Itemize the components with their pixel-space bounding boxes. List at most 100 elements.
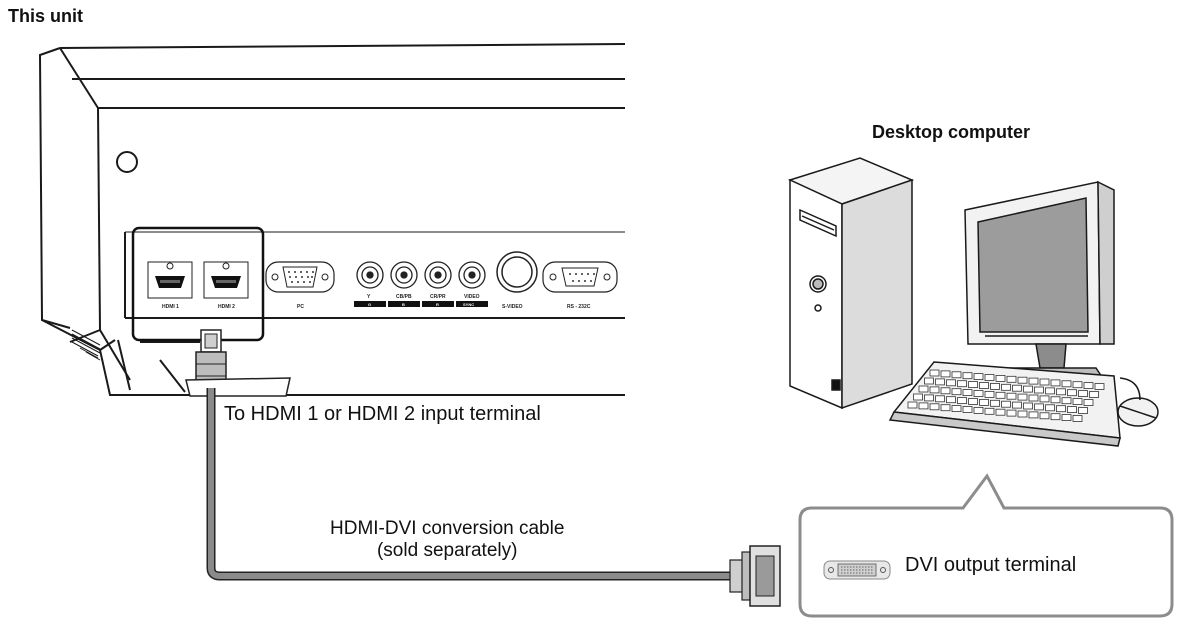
keyboard-key xyxy=(984,390,995,398)
keyboard-key xyxy=(1045,387,1055,395)
keyboard-key xyxy=(1050,379,1061,387)
keyboard-key xyxy=(1006,392,1017,400)
keyboard-keys xyxy=(907,369,1105,422)
hdmi2-port-icon: HDMI 2 xyxy=(203,261,249,310)
hdmi-highlight-frame xyxy=(131,226,265,342)
keyboard-key xyxy=(1078,407,1088,414)
keyboard-key xyxy=(913,393,923,401)
keyboard-key xyxy=(951,371,962,379)
keyboard-key xyxy=(979,398,989,406)
cable-label: HDMI-DVI conversion cable (sold separate… xyxy=(330,518,564,562)
keyboard-key xyxy=(962,389,973,397)
screw-hole-icon xyxy=(116,151,138,173)
desktop-computer-icon xyxy=(787,157,1159,447)
keyboard-key xyxy=(1039,378,1050,386)
keyboard-key xyxy=(973,406,984,414)
keyboard-key xyxy=(1039,412,1050,420)
y-port-icon xyxy=(356,261,384,289)
keyboard-key xyxy=(1094,383,1105,390)
cb-port-icon xyxy=(390,261,418,289)
keyboard-key xyxy=(1017,376,1028,384)
keyboard-key xyxy=(984,407,995,415)
keyboard-key xyxy=(1034,386,1044,394)
keyboard-key xyxy=(979,382,989,389)
keyboard-key xyxy=(918,402,929,410)
keyboard-key xyxy=(924,394,934,402)
keyboard-key xyxy=(1039,395,1050,403)
keyboard-key xyxy=(951,405,962,413)
keyboard-key xyxy=(946,396,956,404)
keyboard-key xyxy=(984,374,995,381)
keyboard-key xyxy=(929,369,940,377)
keyboard-key xyxy=(1061,414,1072,422)
dvi-output-label: DVI output terminal xyxy=(905,554,1077,576)
keyboard-key xyxy=(1028,377,1039,385)
keyboard-key xyxy=(1028,394,1039,402)
keyboard-key xyxy=(951,388,962,396)
keyboard-key xyxy=(957,397,967,405)
keyboard-key xyxy=(973,390,984,397)
keyboard-key xyxy=(995,391,1006,399)
keyboard-key xyxy=(1017,410,1028,418)
cable-label-line2: (sold separately) xyxy=(376,540,518,561)
keyboard-key xyxy=(946,379,956,387)
dvi-port-icon xyxy=(823,560,891,580)
hdmi2-port-label: HDMI 2 xyxy=(218,304,235,310)
cr-port-icon xyxy=(424,261,452,289)
pc-port-icon: PC xyxy=(265,261,335,310)
tag-r: R xyxy=(436,302,439,307)
vent-hatching xyxy=(71,329,101,361)
computer-title: Desktop computer xyxy=(872,122,1031,142)
keyboard-key xyxy=(1012,401,1022,409)
tag-b: B xyxy=(402,302,405,307)
tag-g: G xyxy=(368,302,371,307)
keyboard-key xyxy=(1023,402,1033,410)
keyboard-key xyxy=(935,378,945,386)
keyboard-key xyxy=(1050,413,1061,421)
keyboard-key xyxy=(1067,389,1077,397)
hdmi-target-label: To HDMI 1 or HDMI 2 input terminal xyxy=(224,403,541,425)
keyboard-key xyxy=(990,382,1000,390)
keyboard-key xyxy=(1023,385,1033,393)
keyboard-key xyxy=(1050,396,1061,404)
keyboard-key xyxy=(1067,406,1077,414)
keyboard-key xyxy=(1001,400,1011,408)
keyboard-key xyxy=(929,386,940,394)
keyboard-key xyxy=(995,408,1006,416)
rs232c-port-icon: RS - 232C xyxy=(542,261,618,310)
keyboard-key xyxy=(1083,399,1094,406)
keyboard-key xyxy=(1045,404,1055,412)
keyboard-key xyxy=(1061,397,1072,405)
keyboard-key xyxy=(1072,415,1083,422)
keyboard-key xyxy=(1072,398,1083,406)
tag-sync: SYNC xyxy=(463,302,474,307)
component-rca-ports xyxy=(356,261,486,289)
keyboard-key xyxy=(1056,388,1066,396)
keyboard-key xyxy=(1017,393,1028,401)
keyboard-key xyxy=(962,372,973,380)
keyboard-key xyxy=(1001,383,1011,391)
pc-port-label: PC xyxy=(297,304,304,310)
keyboard-key xyxy=(1061,380,1072,388)
unit-title: This unit xyxy=(8,6,83,26)
cable-label-line1: HDMI-DVI conversion cable xyxy=(330,518,565,539)
rca-port-labels: Y CB/PB CR/PR VIDEO G B R SYNC xyxy=(354,294,488,307)
dvi-callout-box xyxy=(798,473,1174,618)
keyboard-key xyxy=(940,387,951,395)
projector-unit xyxy=(38,43,626,396)
keyboard-key xyxy=(1028,411,1039,419)
svideo-port-label: S-VIDEO xyxy=(502,304,523,310)
rs232c-port-label: RS - 232C xyxy=(567,304,591,310)
keyboard-key xyxy=(962,406,973,413)
keyboard-key xyxy=(1012,384,1022,392)
video-port-icon xyxy=(458,261,486,289)
svideo-port-icon: S-VIDEO xyxy=(496,251,538,310)
keyboard-key xyxy=(924,377,934,385)
keyboard-key xyxy=(990,399,1000,407)
cr-port-label: CR/PR xyxy=(430,294,446,300)
keyboard-key xyxy=(995,374,1006,382)
keyboard-key xyxy=(907,401,918,409)
keyboard-key xyxy=(968,381,978,389)
keyboard-key xyxy=(918,385,929,393)
